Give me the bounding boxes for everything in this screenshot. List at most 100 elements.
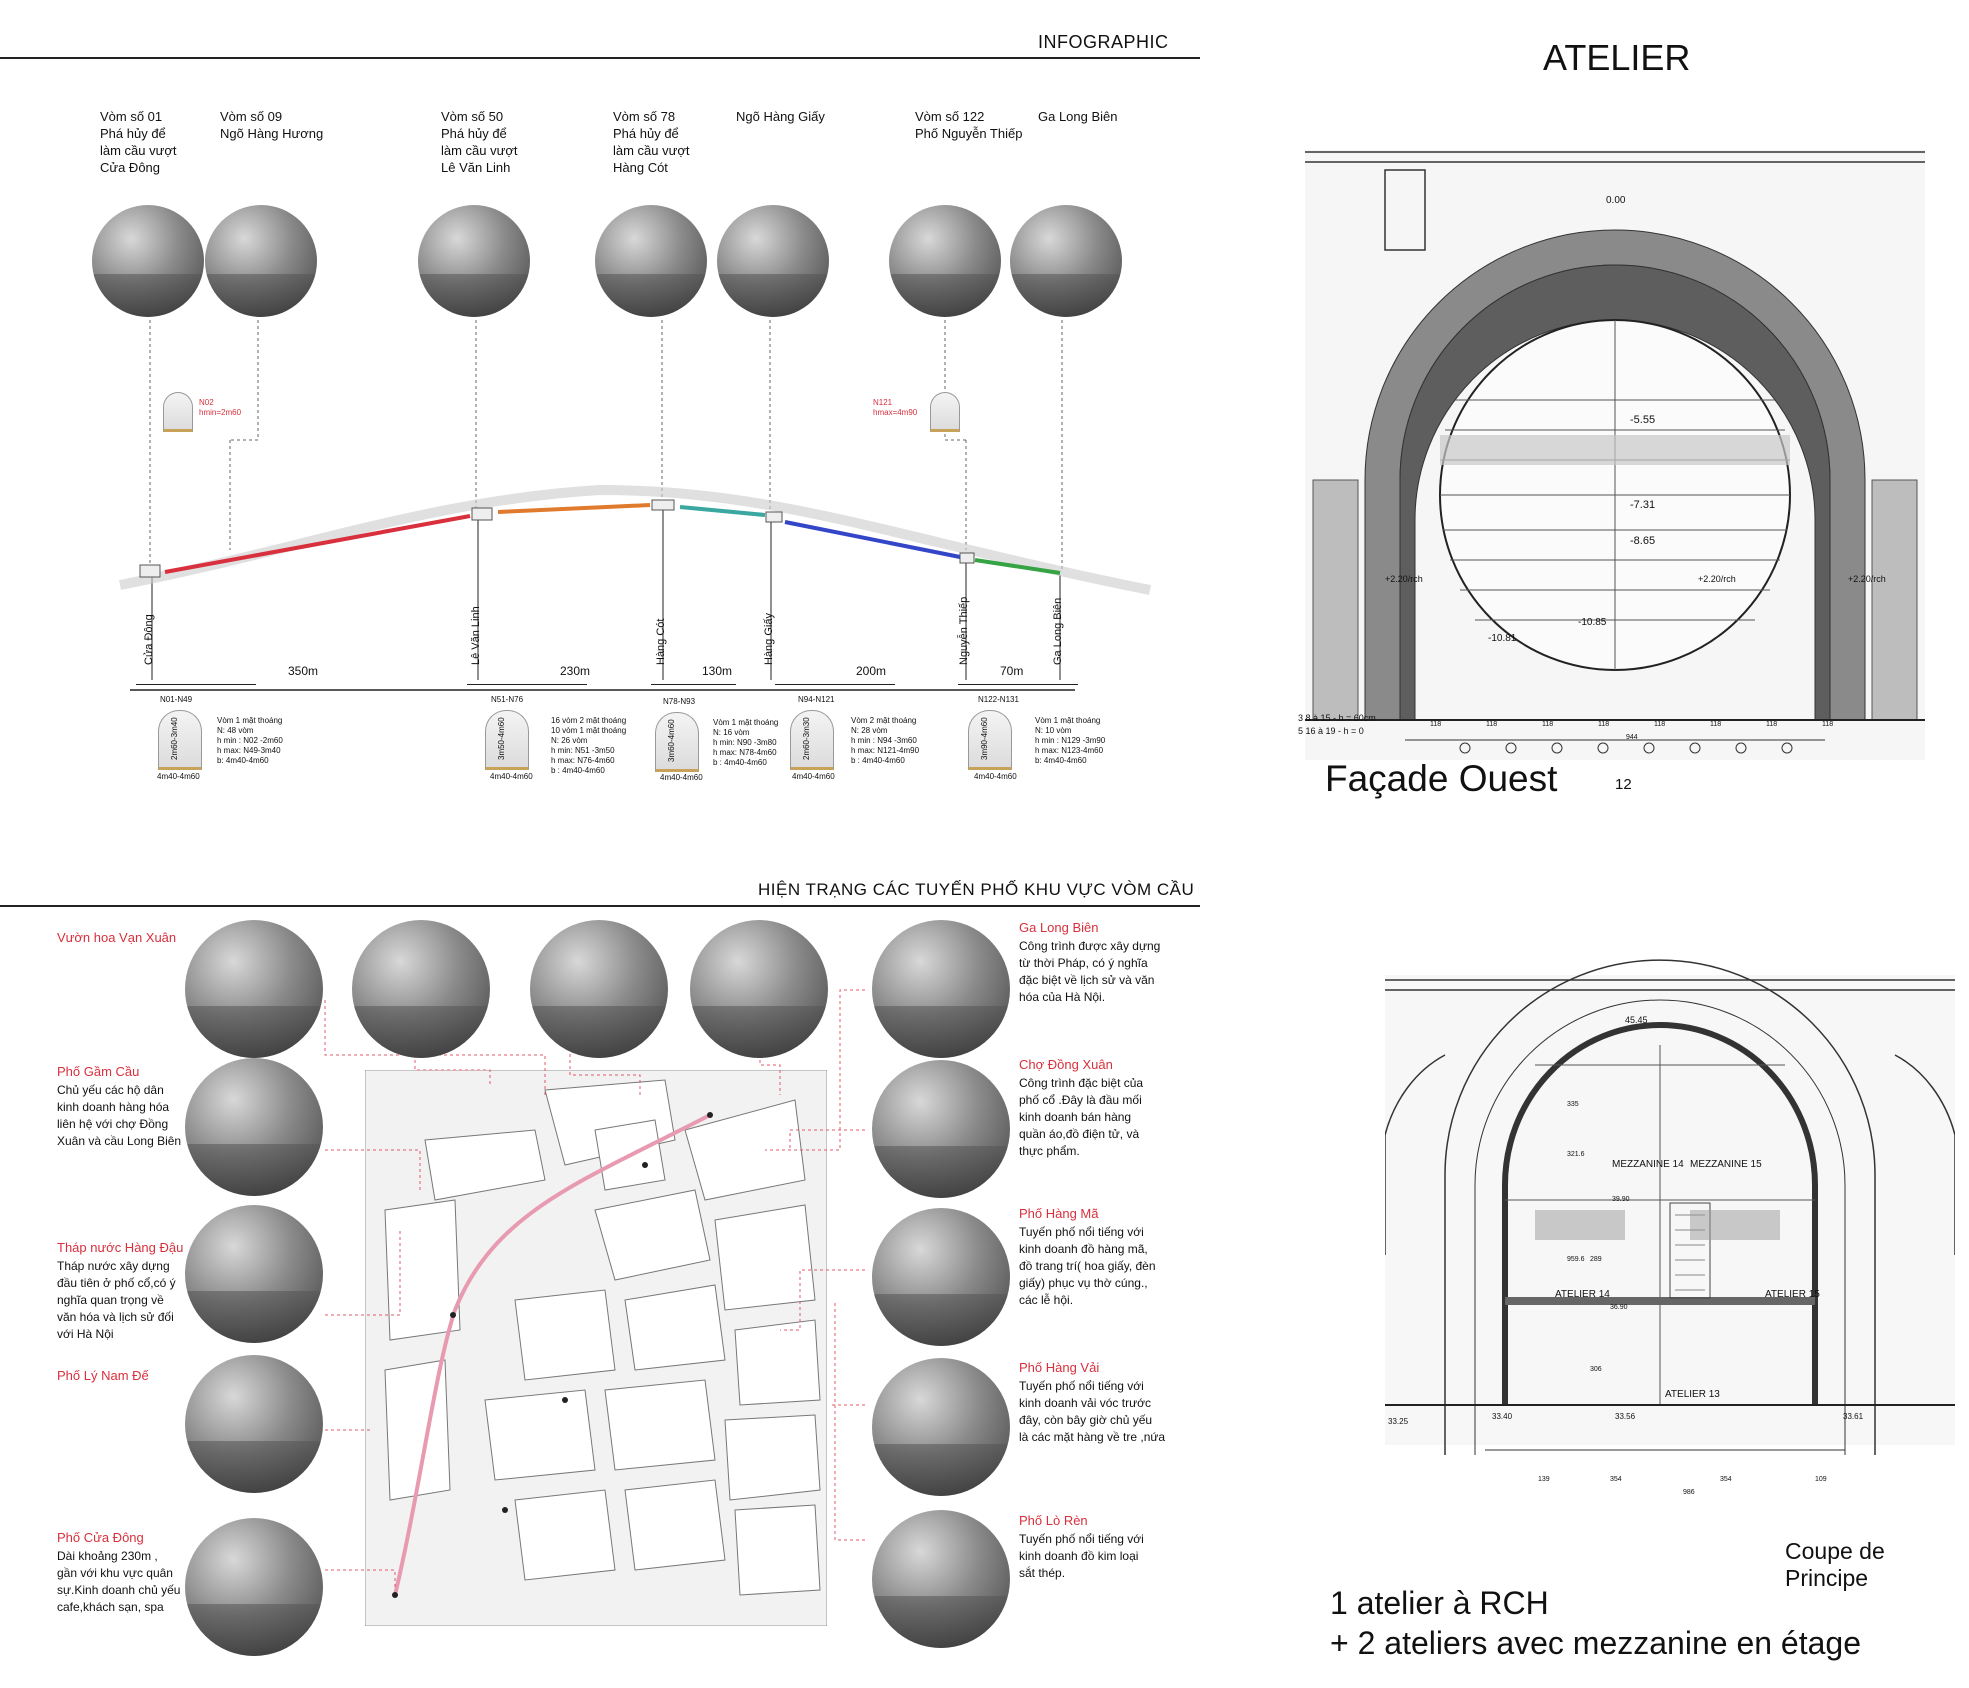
bridge-profile — [119, 320, 1151, 691]
station-le-van-linh: Lê Văn Linh — [470, 606, 482, 665]
distance-4: 200m — [856, 664, 887, 678]
pier-blocks — [139, 499, 975, 578]
photo-hang-giay — [717, 205, 829, 317]
viaduct-segments — [164, 503, 1061, 575]
station-ga-long-bien: Ga Long Biên — [1052, 597, 1064, 665]
photo-hang-vai — [872, 1358, 1010, 1496]
station-nguyen-thiep: Nguyễn Thiếp — [958, 596, 970, 665]
label-atelier-13: ATELIER 13 — [1665, 1389, 1720, 1400]
place-name-gam-cau: Phố Gầm Cầu — [57, 1064, 140, 1079]
photo-cho-dong-xuan — [872, 1060, 1010, 1198]
vom-label-ga: Ga Long Biên — [1038, 109, 1118, 124]
vom-label-122: Vòm số 122 Phố Nguyễn Thiếp — [915, 109, 1023, 141]
span-2-text: 16 vòm 2 mặt thoáng 10 vòm 1 mặt thoáng … — [551, 716, 627, 775]
label-atelier-14: ATELIER 14 — [1555, 1289, 1610, 1300]
facade-level-5: +2.20/rch — [1698, 574, 1736, 584]
summary-line-2: + 2 ateliers avec mezzanine en étage — [1330, 1625, 1861, 1661]
photo-van-xuan — [185, 920, 323, 1058]
span-2-arch — [485, 710, 529, 770]
span-1-id: N01-N49 — [160, 695, 193, 704]
photo-street-1 — [352, 920, 490, 1058]
station-cua-dong: Cửa Đông — [143, 614, 155, 665]
photo-cua-dong — [185, 1518, 323, 1656]
place-name-lo-ren: Phố Lò Rèn — [1019, 1513, 1088, 1528]
span-4-id: N94-N121 — [798, 695, 835, 704]
place-name-cua-dong: Phố Cửa Đông — [57, 1530, 144, 1545]
place-name-ga-long-bien: Ga Long Biên — [1019, 920, 1099, 935]
facade-dim-5: 118 — [1654, 721, 1666, 728]
distance-1: 350m — [288, 664, 319, 678]
facade-dim-7: 118 — [1766, 721, 1778, 728]
section-level-4: 33.25 — [1388, 1417, 1409, 1426]
facade-note-1: 3 8 à 15 - h = 60cm — [1298, 713, 1376, 723]
section-drawing — [1385, 959, 1955, 1455]
facade-dim-2: 118 — [1486, 721, 1498, 728]
section-level-1: 45.45 — [1625, 1015, 1648, 1025]
section-rule — [0, 905, 1200, 907]
label-mezzanine-14: MEZZANINE 14 — [1612, 1159, 1684, 1170]
section-hdim-1: 139 — [1538, 1476, 1550, 1483]
span-3-base: 4m40-4m60 — [660, 773, 703, 782]
facade-dim-6: 118 — [1710, 721, 1722, 728]
facade-level-1: -5.55 — [1630, 414, 1656, 426]
span-3-arch-range: 3m60-4m60 — [667, 719, 676, 762]
photo-vom-09 — [205, 205, 317, 317]
facade-page-number: 12 — [1615, 776, 1632, 793]
distance-5: 70m — [1000, 664, 1024, 678]
distance-3: 130m — [702, 664, 733, 678]
span-5-text: Vòm 1 mặt thoáng N: 10 vòm h min : N129 … — [1035, 716, 1106, 765]
photo-vom-78 — [595, 205, 707, 317]
section-vdim-2: 321.6 — [1567, 1151, 1585, 1158]
span-3-id: N78-N93 — [663, 697, 696, 706]
facade-drawing — [1305, 150, 1925, 760]
station-hang-giay: Hàng Giấy — [763, 613, 775, 665]
place-name-thap-nuoc: Tháp nước Hàng Đậu — [57, 1240, 184, 1255]
span-4-arch — [790, 710, 834, 770]
facade-caption: Façade Ouest — [1325, 758, 1558, 799]
top-rule — [0, 57, 1200, 59]
facade-level-4: +2.20/rch — [1385, 574, 1423, 584]
street-map — [365, 1070, 827, 1626]
facade-dim-8: 118 — [1822, 721, 1834, 728]
photo-ly-nam-de — [185, 1355, 323, 1493]
station-ticks — [151, 505, 1061, 680]
span-5-arch-range: 3m90-4m60 — [980, 717, 989, 760]
place-desc-lo-ren: Tuyến phố nổi tiếng với kinh doanh đồ ki… — [1019, 1532, 1144, 1580]
station-hang-cot: Hàng Cót — [655, 618, 667, 665]
span-3-arch — [655, 712, 699, 772]
section-hdim-4: 109 — [1815, 1476, 1827, 1483]
place-desc-hang-ma: Tuyến phố nổi tiếng với kinh doanh đồ hà… — [1019, 1225, 1156, 1307]
photo-ga-long-bien-2 — [872, 920, 1010, 1058]
place-name-hang-vai: Phố Hàng Vải — [1019, 1360, 1100, 1375]
span-4-text: Vòm 2 mặt thoáng N: 28 vòm h min : N94 -… — [851, 716, 920, 765]
label-mezzanine-15: MEZZANINE 15 — [1690, 1159, 1762, 1170]
photo-ga-long-bien — [1010, 205, 1122, 317]
span-5-id: N122-N131 — [978, 695, 1019, 704]
facade-dim-3: 118 — [1542, 721, 1554, 728]
section-hdim-total: 986 — [1683, 1489, 1695, 1496]
section-level-2: 39.90 — [1612, 1196, 1630, 1203]
span-2-id: N51-N76 — [491, 695, 524, 704]
label-atelier-15: ATELIER 15 — [1765, 1289, 1820, 1300]
place-desc-cho-dong-xuan: Công trình đặc biệt của phố cổ .Đây là đ… — [1019, 1076, 1144, 1158]
place-desc-ga-long-bien: Công trình được xây dựng từ thời Pháp, c… — [1019, 939, 1161, 1004]
section-level-5: 33.40 — [1492, 1412, 1513, 1421]
photo-vom-50 — [418, 205, 530, 317]
vom-label-78: Vòm số 78 Phá hủy để làm cầu vượt Hàng C… — [613, 109, 690, 175]
span-4-arch-range: 2m60-3m30 — [802, 717, 811, 760]
section-header: HIỆN TRẠNG CÁC TUYẾN PHỐ KHU VỰC VÒM CẦU — [758, 880, 1195, 899]
photo-vom-122 — [889, 205, 1001, 317]
span-2-base: 4m40-4m60 — [490, 772, 533, 781]
facade-note-2: 5 16 à 19 - h = 0 — [1298, 726, 1364, 736]
section-level-3: 36.90 — [1610, 1304, 1628, 1311]
span-1-text: Vòm 1 mặt thoáng N: 48 vòm h min : N02 -… — [217, 716, 283, 765]
photo-street-2 — [530, 920, 668, 1058]
place-name-hang-ma: Phố Hàng Mã — [1019, 1206, 1099, 1221]
section-caption: Coupe de Principe — [1785, 1538, 1885, 1591]
section-level-6: 33.56 — [1615, 1412, 1636, 1421]
facade-level-7: -10.85 — [1578, 617, 1607, 628]
callout-arch-left — [163, 392, 193, 432]
facade-dim-total: 944 — [1626, 734, 1638, 741]
facade-level-0: 0.00 — [1606, 195, 1626, 206]
facade-level-3: -8.65 — [1630, 535, 1656, 547]
